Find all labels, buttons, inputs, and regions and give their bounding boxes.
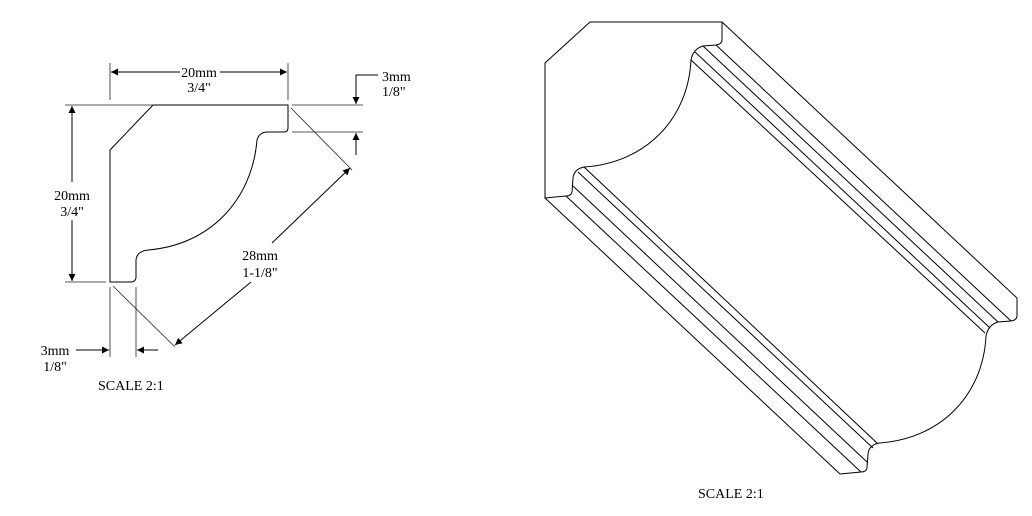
profile-view: 20mm 3/4" 20mm 3/4" 28mm 1-1/8" 3mm 1/8"… <box>41 63 411 394</box>
diagonal-dim-metric: 28mm <box>242 249 278 264</box>
top-step-metric: 3mm <box>382 70 411 85</box>
isometric-scale-label: SCALE 2:1 <box>698 487 764 502</box>
top-step-imperial: 1/8" <box>382 85 406 100</box>
width-dim-metric: 20mm <box>181 66 217 81</box>
back-end-profile <box>839 298 1018 475</box>
diagonal-dim-arrow-down <box>174 281 252 346</box>
bottom-step-metric: 3mm <box>41 344 70 359</box>
width-dim-imperial: 3/4" <box>187 81 211 96</box>
profile-scale-label: SCALE 2:1 <box>98 379 164 394</box>
molding-profile-outline <box>109 104 289 283</box>
extension-lines <box>65 63 363 357</box>
length-edges <box>544 21 1018 475</box>
diagonal-dim-imperial: 1-1/8" <box>242 266 277 281</box>
height-dim-imperial: 3/4" <box>60 205 84 220</box>
height-dim-metric: 20mm <box>54 189 90 204</box>
top-step-arrow-down <box>352 74 378 104</box>
isometric-view: SCALE 2:1 <box>544 21 1018 502</box>
diagonal-dim-arrow-up <box>271 167 351 244</box>
bottom-step-imperial: 1/8" <box>43 360 67 375</box>
front-end-profile <box>544 21 723 199</box>
